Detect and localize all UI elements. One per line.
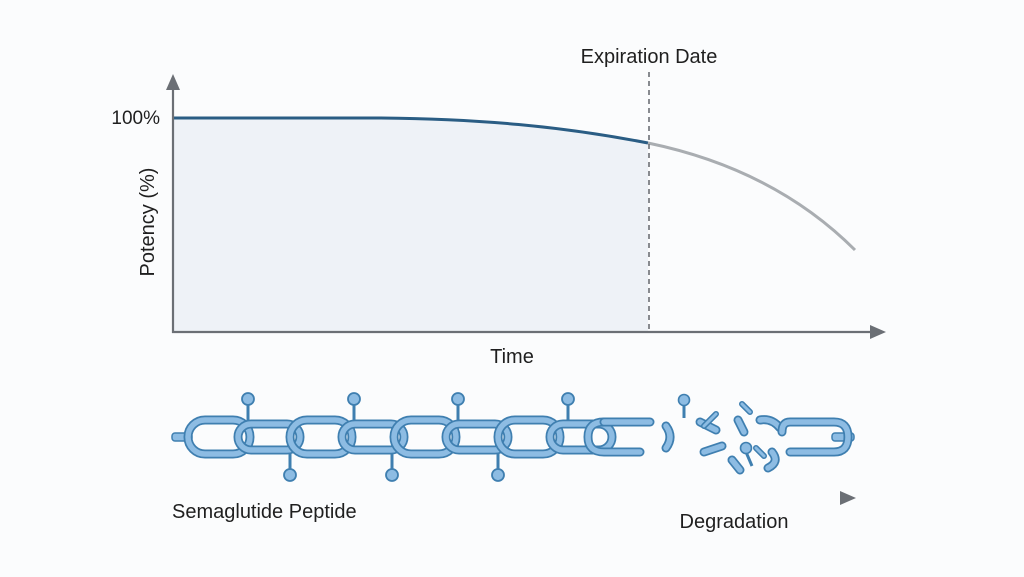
side-chain-icon (241, 392, 255, 406)
potency-curve-before-expiration (173, 116, 649, 145)
chain-link-icon (547, 421, 615, 453)
side-chain-icon (451, 392, 465, 406)
degradation-label: Degradation (680, 511, 789, 533)
chain-link-icon (339, 421, 407, 453)
side-chain-icon (283, 468, 297, 482)
arrow-right-icon (840, 491, 856, 505)
degradation-arrow (615, 491, 856, 505)
shaded-area (173, 118, 648, 332)
chain-link-icon (495, 417, 563, 457)
x-axis-label: Time (490, 346, 534, 368)
side-chain-icon (385, 468, 399, 482)
chain-link-icon (235, 421, 303, 453)
chain-link-icon (391, 417, 459, 457)
arrow-right-icon (870, 325, 886, 339)
chart: 100% Potency (%) Time Expiration Date (111, 46, 886, 368)
side-chain-icon (561, 392, 575, 406)
chain-link-icon (443, 421, 511, 453)
broken-chain-icon (583, 393, 853, 475)
expiration-date-label: Expiration Date (581, 46, 718, 68)
peptide-label: Semaglutide Peptide (172, 501, 357, 523)
side-chain-icon (347, 392, 361, 406)
peptide-chain (171, 392, 855, 482)
side-chain-icon (491, 468, 505, 482)
y-tick-label-100: 100% (111, 108, 160, 129)
chain-link-icon (185, 417, 253, 457)
chain-link-icon (287, 417, 355, 457)
y-axis-label: Potency (%) (137, 168, 159, 277)
potency-curve-after-expiration (647, 141, 857, 252)
arrow-up-icon (166, 74, 180, 90)
